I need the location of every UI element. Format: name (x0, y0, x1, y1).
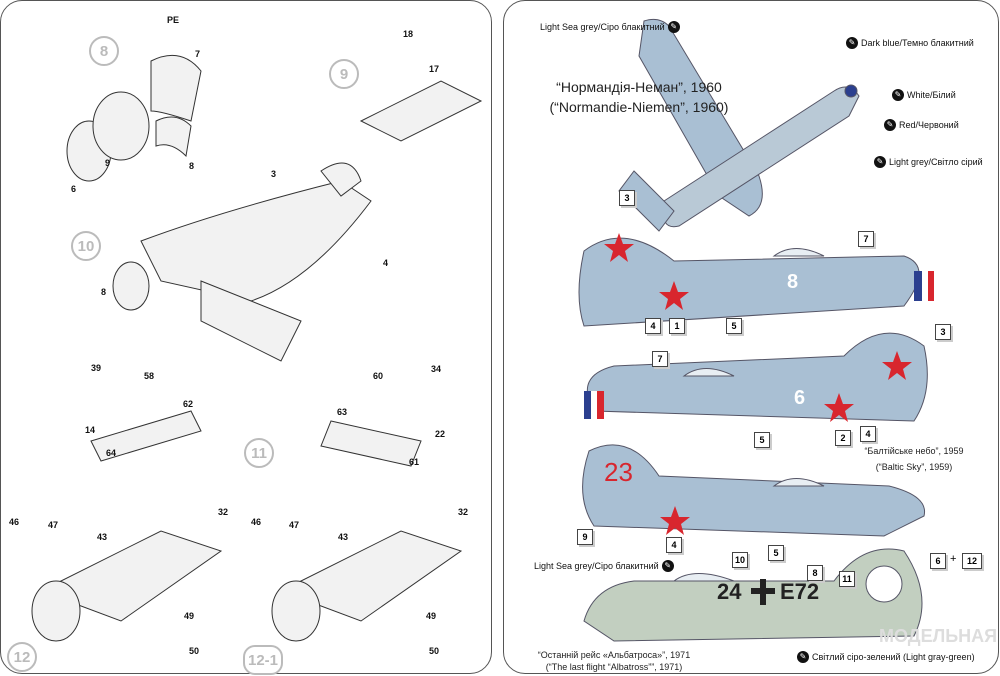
color-callout: ✎Light grey/Світло сірий (874, 156, 983, 168)
plus-sign: + (950, 553, 957, 565)
decal-number: 8 (807, 565, 823, 581)
color-callout: ✎Red/Червоний (884, 119, 959, 131)
part-number: 58 (144, 371, 155, 381)
scheme-title-en: (“Normandie-Niemen”, 1960) (549, 99, 729, 115)
plane4-code-a: 24 (717, 579, 742, 604)
plane2-code: 6 (794, 387, 806, 409)
decal-number: 3 (935, 324, 951, 340)
part-number: 8 (101, 287, 107, 297)
part-number: 64 (106, 448, 117, 458)
color-label: Red/Червоний (899, 120, 959, 130)
decal-number: 4 (666, 537, 682, 553)
part-number: 9 (105, 158, 111, 168)
brush-icon: ✎ (892, 89, 904, 101)
part-number: 14 (85, 425, 96, 435)
aircraft-profiles (578, 18, 934, 642)
painting-panel: “Нормандія-Неман”, 1960 (“Normandie-Niem… (503, 0, 999, 674)
part-number: 6 (71, 184, 77, 194)
part-number: 47 (48, 520, 59, 530)
decal-number: 3 (619, 190, 635, 206)
decal-number: 6 (930, 553, 946, 569)
part-number: 62 (183, 399, 194, 409)
plane4-code-b: E72 (780, 579, 820, 604)
part-number: 50 (429, 646, 440, 656)
color-label: Light Sea grey/Сіро блакитний (540, 22, 665, 32)
part-number: 32 (458, 507, 469, 517)
part-number: 43 (97, 532, 108, 542)
part-number: 39 (91, 363, 102, 373)
part-number: 34 (431, 364, 442, 374)
scheme-title-ua: “Балтійське небо”, 1959 (864, 446, 964, 456)
part-number: 46 (9, 517, 20, 527)
part-number: 22 (435, 429, 446, 439)
part-number: 8 (189, 161, 195, 171)
part-number: 50 (189, 646, 200, 656)
step-10: 10 (71, 231, 101, 261)
assembly-drawings (31, 54, 483, 642)
color-callout: Light Sea grey/Сіро блакитний✎ (534, 560, 674, 572)
decal-number: 10 (732, 552, 748, 568)
part-number: 49 (426, 611, 437, 621)
color-label: White/Білий (907, 90, 956, 100)
color-label: Світлий сіро-зелений (Light gray-green) (812, 652, 975, 662)
decal-number: 5 (768, 545, 784, 561)
part-number: 46 (251, 517, 262, 527)
color-label: Dark blue/Темно блакитний (861, 38, 974, 48)
decal-number: 4 (645, 318, 661, 334)
part-number: 7 (195, 49, 201, 59)
brush-icon: ✎ (874, 156, 886, 168)
step-12-1: 12-1 (243, 645, 283, 675)
scheme-title-ua: “Останній рейс «Альбатроса»”, 1971 (537, 650, 691, 660)
color-callout: ✎Світлий сіро-зелений (Light gray-green) (797, 651, 975, 663)
color-callout: ✎Dark blue/Темно блакитний (846, 37, 974, 49)
color-callout: Light Sea grey/Сіро блакитний✎ (540, 21, 680, 33)
brush-icon: ✎ (846, 37, 858, 49)
part-number: 43 (338, 532, 349, 542)
brush-icon: ✎ (661, 560, 674, 572)
step-9: 9 (329, 59, 359, 89)
part-number: 63 (337, 407, 348, 417)
part-number: 18 (403, 29, 414, 39)
part-number: PE (167, 15, 180, 25)
decal-number: 5 (754, 432, 770, 448)
decal-number: 5 (726, 318, 742, 334)
brush-icon: ✎ (884, 119, 896, 131)
decal-number: 4 (860, 426, 876, 442)
color-callout: ✎White/Білий (892, 89, 956, 101)
step-8: 8 (89, 36, 119, 66)
decal-number: 7 (858, 231, 874, 247)
step-11: 11 (244, 438, 274, 468)
decal-number: 9 (577, 529, 593, 545)
color-label: Light grey/Світло сірий (889, 157, 983, 167)
color-label: Light Sea grey/Сіро блакитний (534, 561, 659, 571)
part-number: 32 (218, 507, 229, 517)
decal-number: 11 (839, 571, 855, 587)
red-stars (604, 233, 912, 535)
decal-number: 2 (835, 430, 851, 446)
plane1-code: 8 (787, 271, 799, 293)
watermark: МОДЕЛЬНАЯ (879, 626, 998, 646)
part-number: 4 (383, 258, 389, 268)
brush-icon: ✎ (667, 21, 680, 33)
scheme-title-en: (“The last flight “Albatross””, 1971) (545, 662, 683, 672)
part-number: 60 (373, 371, 384, 381)
scheme-title-ua: “Нормандія-Неман”, 1960 (556, 79, 722, 95)
decal-number: 1 (669, 318, 685, 334)
brush-icon: ✎ (797, 651, 809, 663)
scheme-title-en: (“Baltic Sky”, 1959) (875, 462, 953, 472)
part-number: 17 (429, 64, 440, 74)
decal-number: 12 (962, 553, 982, 569)
step-12: 12 (7, 642, 37, 672)
part-number: 61 (409, 457, 420, 467)
part-number: 49 (184, 611, 195, 621)
decal-number: 7 (652, 351, 668, 367)
part-number: 3 (271, 169, 277, 179)
plane3-code: 23 (604, 457, 633, 487)
assembly-panel: 8 9 10 11 12 12-1 PE 7 6 9 8 18 17 3 4 8… (0, 0, 492, 675)
part-number: 47 (289, 520, 300, 530)
